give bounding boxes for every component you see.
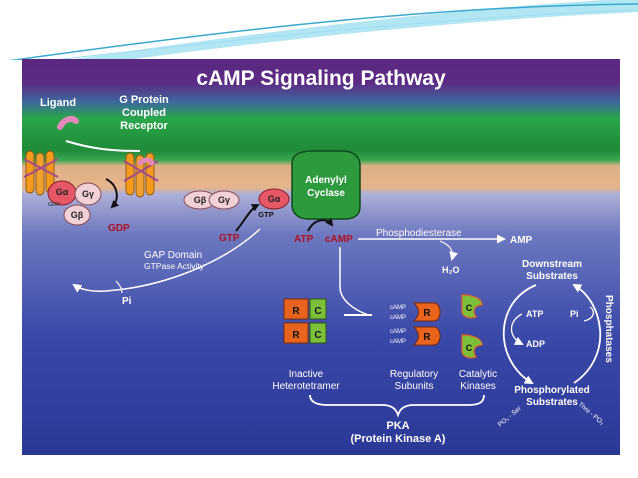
- gdp-small-label: GDP: [48, 202, 60, 208]
- svg-text:R: R: [292, 330, 300, 341]
- ligand-molecule: [57, 116, 79, 130]
- adenylyl-cyclase: Adenylyl Cyclase: [291, 150, 361, 220]
- svg-text:cAMP: cAMP: [390, 329, 406, 335]
- g-alpha-active: Gα GTP: [258, 188, 290, 219]
- atp-to-camp-arrow: [307, 217, 334, 232]
- atp-label: ATP: [294, 234, 314, 245]
- g-protein-trimer: Gα Gγ Gβ GDP: [47, 180, 102, 226]
- diagram-title: cAMP Signaling Pathway: [196, 67, 446, 90]
- catalytic-kinases: C C: [461, 294, 483, 359]
- inactive-heterotetramer: R C R C: [283, 298, 327, 344]
- gtp-exchange-arrow: [235, 204, 260, 232]
- cycle-pi-label: Pi: [570, 309, 579, 319]
- gap-arrow: [72, 228, 261, 293]
- svg-text:R: R: [423, 308, 431, 319]
- downstream-label-2: Substrates: [526, 271, 578, 282]
- downstream-label-1: Downstream: [522, 259, 582, 270]
- water-label: H₂O: [442, 265, 460, 275]
- catalytic-label-1: Catalytic: [459, 369, 497, 380]
- gtp-label: GTP: [219, 233, 240, 244]
- svg-text:cAMP: cAMP: [390, 339, 406, 345]
- regulatory-label-1: Regulatory: [390, 369, 438, 380]
- phosphodiesterase-label: Phosphodiesterase: [376, 228, 462, 239]
- svg-text:Gβ: Gβ: [194, 195, 207, 205]
- g-beta-label: Gβ: [71, 210, 84, 220]
- water-arrow: [439, 240, 459, 261]
- phosphatases-label: Phosphatases: [603, 295, 614, 363]
- svg-text:Cyclase: Cyclase: [307, 188, 345, 199]
- svg-text:cAMP: cAMP: [390, 305, 406, 311]
- svg-text:Gα: Gα: [268, 194, 281, 204]
- ligand-binding-arrow: [65, 140, 141, 152]
- camp-activation-line: [339, 247, 369, 316]
- camp-label: cAMP: [325, 234, 353, 245]
- regulatory-label-2: Subunits: [395, 381, 434, 392]
- svg-text:C: C: [466, 343, 473, 353]
- catalytic-label-2: Kinases: [460, 381, 496, 392]
- pka-label: PKA: [386, 420, 409, 432]
- gdp-release-arrow: [105, 178, 120, 209]
- phosphorylated-label-2: Substrates: [526, 397, 578, 408]
- svg-text:R: R: [292, 306, 300, 317]
- phosphorylated-label-1: Phosphorylated: [514, 385, 590, 396]
- phosphatase-cycle-arc: [572, 284, 602, 384]
- pi-release-arrow: [115, 280, 123, 294]
- ligand-label: Ligand: [40, 97, 76, 109]
- receptor-right: [123, 152, 159, 198]
- receptor-label: G Protein Coupled Receptor: [119, 94, 169, 132]
- svg-text:C: C: [314, 330, 321, 341]
- cycle-atp-label: ATP: [526, 309, 543, 319]
- gtpase-activity-label: GTPase Activity: [144, 261, 205, 271]
- gdp-label: GDP: [108, 223, 130, 234]
- pi-release-cycle-arrow: [583, 306, 595, 322]
- pi-label: Pi: [122, 296, 132, 307]
- g-gamma-label: Gγ: [82, 189, 94, 199]
- g-alpha-label: Gα: [56, 187, 69, 197]
- inactive-label-2: Heterotetramer: [272, 381, 340, 392]
- cycle-adp-label: ADP: [526, 339, 545, 349]
- svg-text:Coupled: Coupled: [122, 107, 166, 119]
- kinase-cycle-arc: [502, 284, 537, 384]
- svg-text:R: R: [423, 332, 431, 343]
- svg-text:Gγ: Gγ: [218, 195, 230, 205]
- atp-to-adp-arrow: [510, 313, 524, 345]
- camp-pathway-diagram: cAMP Signaling Pathway Ligand G Protein …: [22, 59, 620, 455]
- svg-text:Adenylyl: Adenylyl: [305, 175, 347, 186]
- inactive-label-1: Inactive: [289, 369, 324, 380]
- pka-brace: [309, 394, 485, 418]
- background-layers: [22, 59, 620, 455]
- svg-text:C: C: [314, 306, 321, 317]
- gtp-small-label: GTP: [258, 210, 273, 219]
- g-beta-gamma-dimer: Gβ Gγ: [183, 190, 240, 210]
- regulatory-subunits: R R cAMP cAMP cAMP cAMP: [390, 302, 441, 346]
- pka-full-label: (Protein Kinase A): [351, 433, 446, 445]
- gap-domain-label: GAP Domain: [144, 250, 202, 261]
- decorative-swoosh: [8, 0, 638, 60]
- amp-label: AMP: [510, 235, 533, 246]
- svg-text:C: C: [466, 303, 473, 313]
- svg-text:G Protein: G Protein: [119, 94, 169, 106]
- svg-text:Receptor: Receptor: [120, 120, 168, 132]
- svg-text:cAMP: cAMP: [390, 315, 406, 321]
